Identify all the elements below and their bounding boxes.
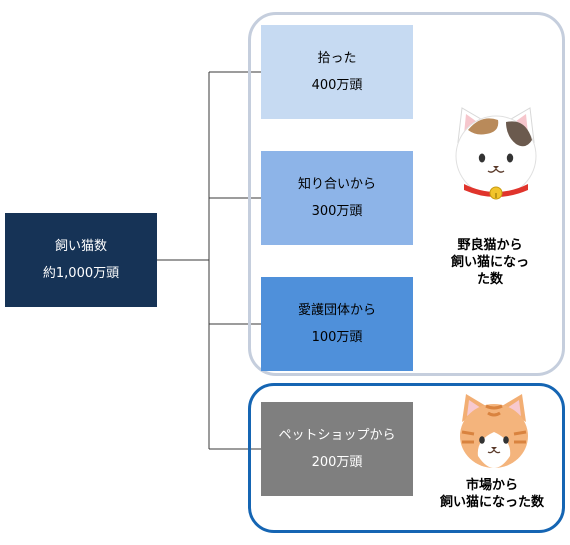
caption-line: 市場から xyxy=(465,478,518,493)
caption-line: 野良猫から xyxy=(457,238,523,253)
source-value: 200万頭 xyxy=(311,455,363,470)
source-node-picked-up: 拾った 400万頭 xyxy=(261,25,413,119)
source-node-pet-shop: ペットショップから 200万頭 xyxy=(261,402,413,496)
stray-cat-caption: 野良猫から 飼い猫になっ た数 xyxy=(430,237,550,288)
root-node-owned-cats: 飼い猫数 約1,000万頭 xyxy=(5,213,157,307)
source-value: 100万頭 xyxy=(311,330,363,345)
calico-cat-with-bell-icon xyxy=(455,107,537,200)
source-value: 400万頭 xyxy=(311,78,363,93)
source-label: 知り合いから xyxy=(297,177,376,192)
source-value: 300万頭 xyxy=(311,204,363,219)
caption-line: た数 xyxy=(476,272,503,287)
source-label: 拾った xyxy=(317,51,357,66)
caption-line: 飼い猫になった数 xyxy=(439,495,544,510)
stray-cat-group-frame xyxy=(248,12,565,376)
caption-line: 飼い猫になっ xyxy=(450,255,529,270)
pet-shop-caption: 市場から 飼い猫になった数 xyxy=(432,477,552,511)
tabby-cat-icon xyxy=(460,394,528,468)
root-total: 約1,000万頭 xyxy=(42,266,120,281)
source-node-acquaintance: 知り合いから 300万頭 xyxy=(261,151,413,245)
source-node-shelter: 愛護団体から 100万頭 xyxy=(261,277,413,371)
source-label: 愛護団体から xyxy=(297,303,376,318)
pet-shop-group-frame xyxy=(248,383,565,533)
root-title: 飼い猫数 xyxy=(54,239,107,254)
source-label: ペットショップから xyxy=(278,428,396,443)
